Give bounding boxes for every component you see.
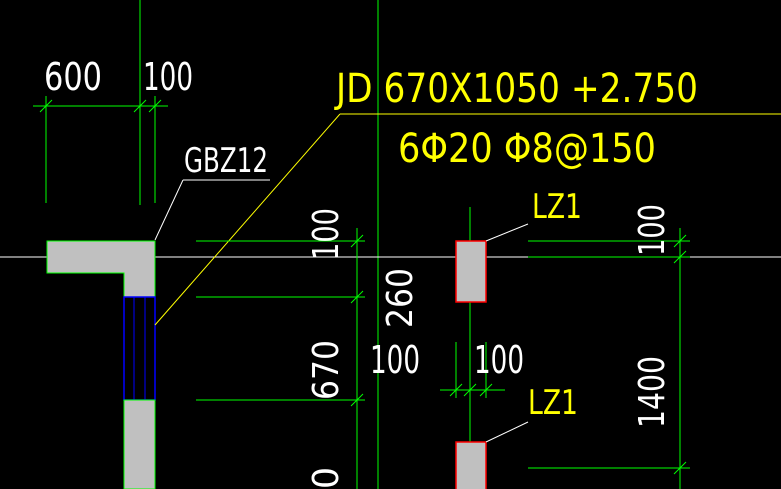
dim-100-vertical: 100 bbox=[306, 208, 347, 260]
label-lz1-top: LZ1 bbox=[532, 187, 582, 227]
dim-0-partial: 0 bbox=[306, 467, 347, 489]
column-lz1-top bbox=[455, 240, 487, 303]
window-opening bbox=[123, 296, 156, 401]
wall-gbz12 bbox=[46, 240, 156, 489]
annotation-texts: JD 670X1050 +2.750 6Φ20 Φ8@150 LZ1 LZ1 bbox=[333, 66, 698, 423]
label-gbz12: GBZ12 bbox=[184, 141, 268, 181]
beam-leader bbox=[154, 113, 781, 326]
right-dimension bbox=[528, 228, 690, 489]
dim-100-top: 100 bbox=[143, 55, 193, 99]
dim-1400: 1400 bbox=[632, 356, 673, 428]
label-lz1-bottom: LZ1 bbox=[528, 383, 578, 423]
beam-label-line1: JD 670X1050 +2.750 bbox=[333, 66, 698, 112]
dimension-texts: 600 100 100 260 670 0 100 100 100 1400 G… bbox=[44, 55, 673, 489]
mid-dimension bbox=[440, 342, 505, 398]
dim-600: 600 bbox=[44, 55, 102, 99]
dim-260: 260 bbox=[380, 268, 421, 328]
top-dimension bbox=[33, 96, 168, 203]
column-lz1-bottom bbox=[455, 441, 487, 489]
dim-100-mid-a: 100 bbox=[370, 338, 420, 382]
dim-670: 670 bbox=[306, 340, 347, 400]
center-dimension bbox=[196, 228, 365, 489]
beam-label-line2: 6Φ20 Φ8@150 bbox=[398, 126, 656, 172]
dim-100-right: 100 bbox=[632, 204, 673, 256]
dim-100-mid-b: 100 bbox=[474, 338, 524, 382]
